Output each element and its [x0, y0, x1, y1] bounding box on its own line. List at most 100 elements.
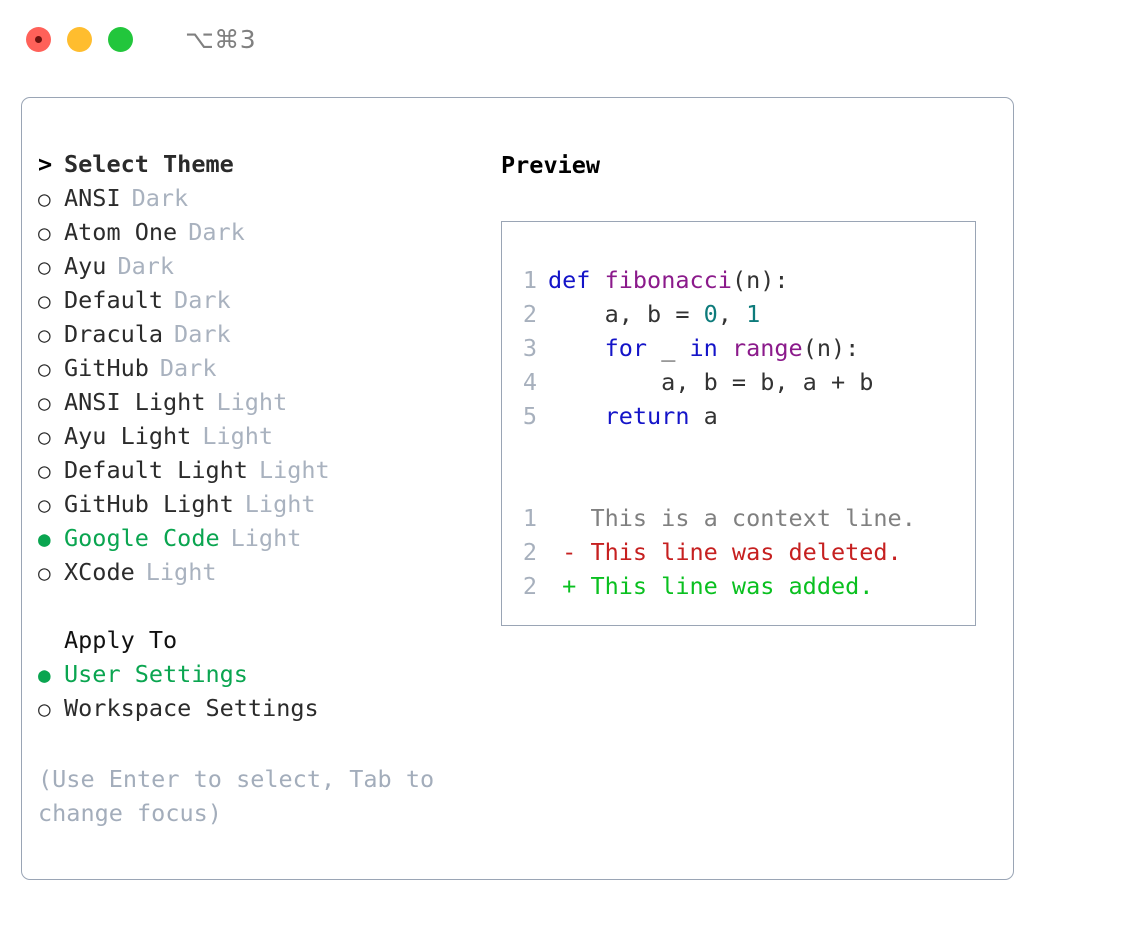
select-theme-label: Select Theme [64, 150, 234, 178]
radio-unselected-icon: ○ [38, 187, 51, 211]
radio-unselected-icon: ○ [38, 425, 51, 449]
radio-unselected-icon: ○ [38, 255, 51, 279]
line-number: 4 [522, 368, 537, 396]
line-number: 2 [522, 538, 537, 566]
code-line: 3 for _ in range(n): [502, 331, 975, 365]
apply-to-option-label: User Settings [64, 660, 248, 688]
code-token [548, 402, 605, 430]
code-token: fibonacci [604, 266, 732, 294]
code-line: 2 a, b = 0, 1 [502, 297, 975, 331]
theme-name: Ayu Light [64, 422, 192, 450]
diff-line: 2 - This line was deleted. [502, 535, 975, 569]
theme-variant-tag: Dark [174, 320, 231, 348]
theme-variant-tag: Light [244, 490, 316, 518]
apply-to-option-label: Workspace Settings [64, 694, 319, 722]
diff-line: 1 This is a context line. [502, 501, 975, 535]
code-line: 5 return a [502, 399, 975, 433]
theme-name: ANSI Light [64, 388, 206, 416]
radio-unselected-icon: ○ [38, 357, 51, 381]
theme-variant-tag: Light [258, 456, 330, 484]
maximize-button[interactable] [108, 26, 133, 52]
code-line-text: a, b = 0, 1 [548, 297, 761, 331]
theme-name: Ayu [64, 252, 107, 280]
radio-unselected-icon: ○ [38, 459, 51, 483]
theme-name: GitHub [64, 354, 149, 382]
theme-name: ANSI [64, 184, 121, 212]
apply-to-heading: Apply To [38, 626, 468, 660]
code-line-text: return a [548, 399, 718, 433]
apply-to-label: Apply To [64, 626, 178, 654]
line-number: 2 [522, 572, 537, 600]
code-token: a [689, 402, 718, 430]
code-line-text: + This line was added. [548, 569, 873, 603]
code-token: return [604, 402, 690, 430]
radio-unselected-icon: ○ [38, 493, 51, 517]
list-spacer [38, 592, 468, 626]
code-token: in [689, 334, 718, 362]
apply-to-option[interactable]: ●User Settings [38, 660, 468, 694]
line-number: 1 [522, 266, 537, 294]
line-number: 3 [522, 334, 537, 362]
prompt-caret-icon: > [38, 150, 53, 178]
diff-line: 2 + This line was added. [502, 569, 975, 603]
code-token: a, b = [548, 300, 704, 328]
code-token [590, 266, 604, 294]
code-token: , [717, 300, 747, 328]
code-line-text: This is a context line. [548, 501, 916, 535]
code-token: (n): [731, 266, 789, 294]
code-token: a, b = b, a + b [548, 368, 874, 396]
code-line-text: for _ in range(n): [548, 331, 860, 365]
theme-variant-tag: Dark [131, 184, 189, 212]
keyboard-hint-text: (Use Enter to select, Tab to change focu… [38, 765, 435, 827]
theme-name: XCode [64, 558, 135, 586]
code-token: for [604, 334, 648, 362]
code-token [548, 334, 605, 362]
line-number: 2 [522, 300, 537, 328]
code-token: + This line was added. [548, 572, 874, 600]
preview-title: Preview [501, 151, 601, 179]
code-line-text: def fibonacci(n): [548, 263, 789, 297]
code-token: (n): [802, 334, 860, 362]
minimize-button[interactable] [67, 26, 92, 52]
radio-unselected-icon: ○ [38, 391, 51, 415]
code-blank-line [502, 433, 975, 467]
theme-name: Atom One [64, 218, 178, 246]
code-line: 1 def fibonacci(n): [502, 263, 975, 297]
code-token: This is a context line. [548, 504, 916, 532]
code-line-text: - This line was deleted. [548, 535, 902, 569]
theme-list-item[interactable]: ○ GitHub Dark [38, 354, 468, 388]
code-token: _ [647, 334, 690, 362]
apply-to-option[interactable]: ○Workspace Settings [38, 694, 468, 728]
line-number: 1 [522, 504, 537, 532]
code-token: range [731, 334, 803, 362]
theme-variant-tag: Dark [188, 218, 245, 246]
theme-list-item[interactable]: ○ ANSI Dark [38, 184, 468, 218]
theme-name: GitHub Light [64, 490, 234, 518]
radio-selected-icon: ● [38, 527, 51, 551]
theme-variant-tag: Dark [174, 286, 231, 314]
theme-name: Google Code [64, 524, 220, 552]
theme-list-item[interactable]: ○ GitHub Light Light [38, 490, 468, 524]
close-button[interactable] [26, 26, 51, 52]
code-line: 4 a, b = b, a + b [502, 365, 975, 399]
code-blank-line [502, 467, 975, 501]
theme-name: Dracula [64, 320, 164, 348]
theme-variant-tag: Light [145, 558, 217, 586]
theme-name: Default [64, 286, 164, 314]
theme-variant-tag: Dark [159, 354, 217, 382]
apply-to-options: ●User Settings○Workspace Settings [38, 660, 468, 728]
